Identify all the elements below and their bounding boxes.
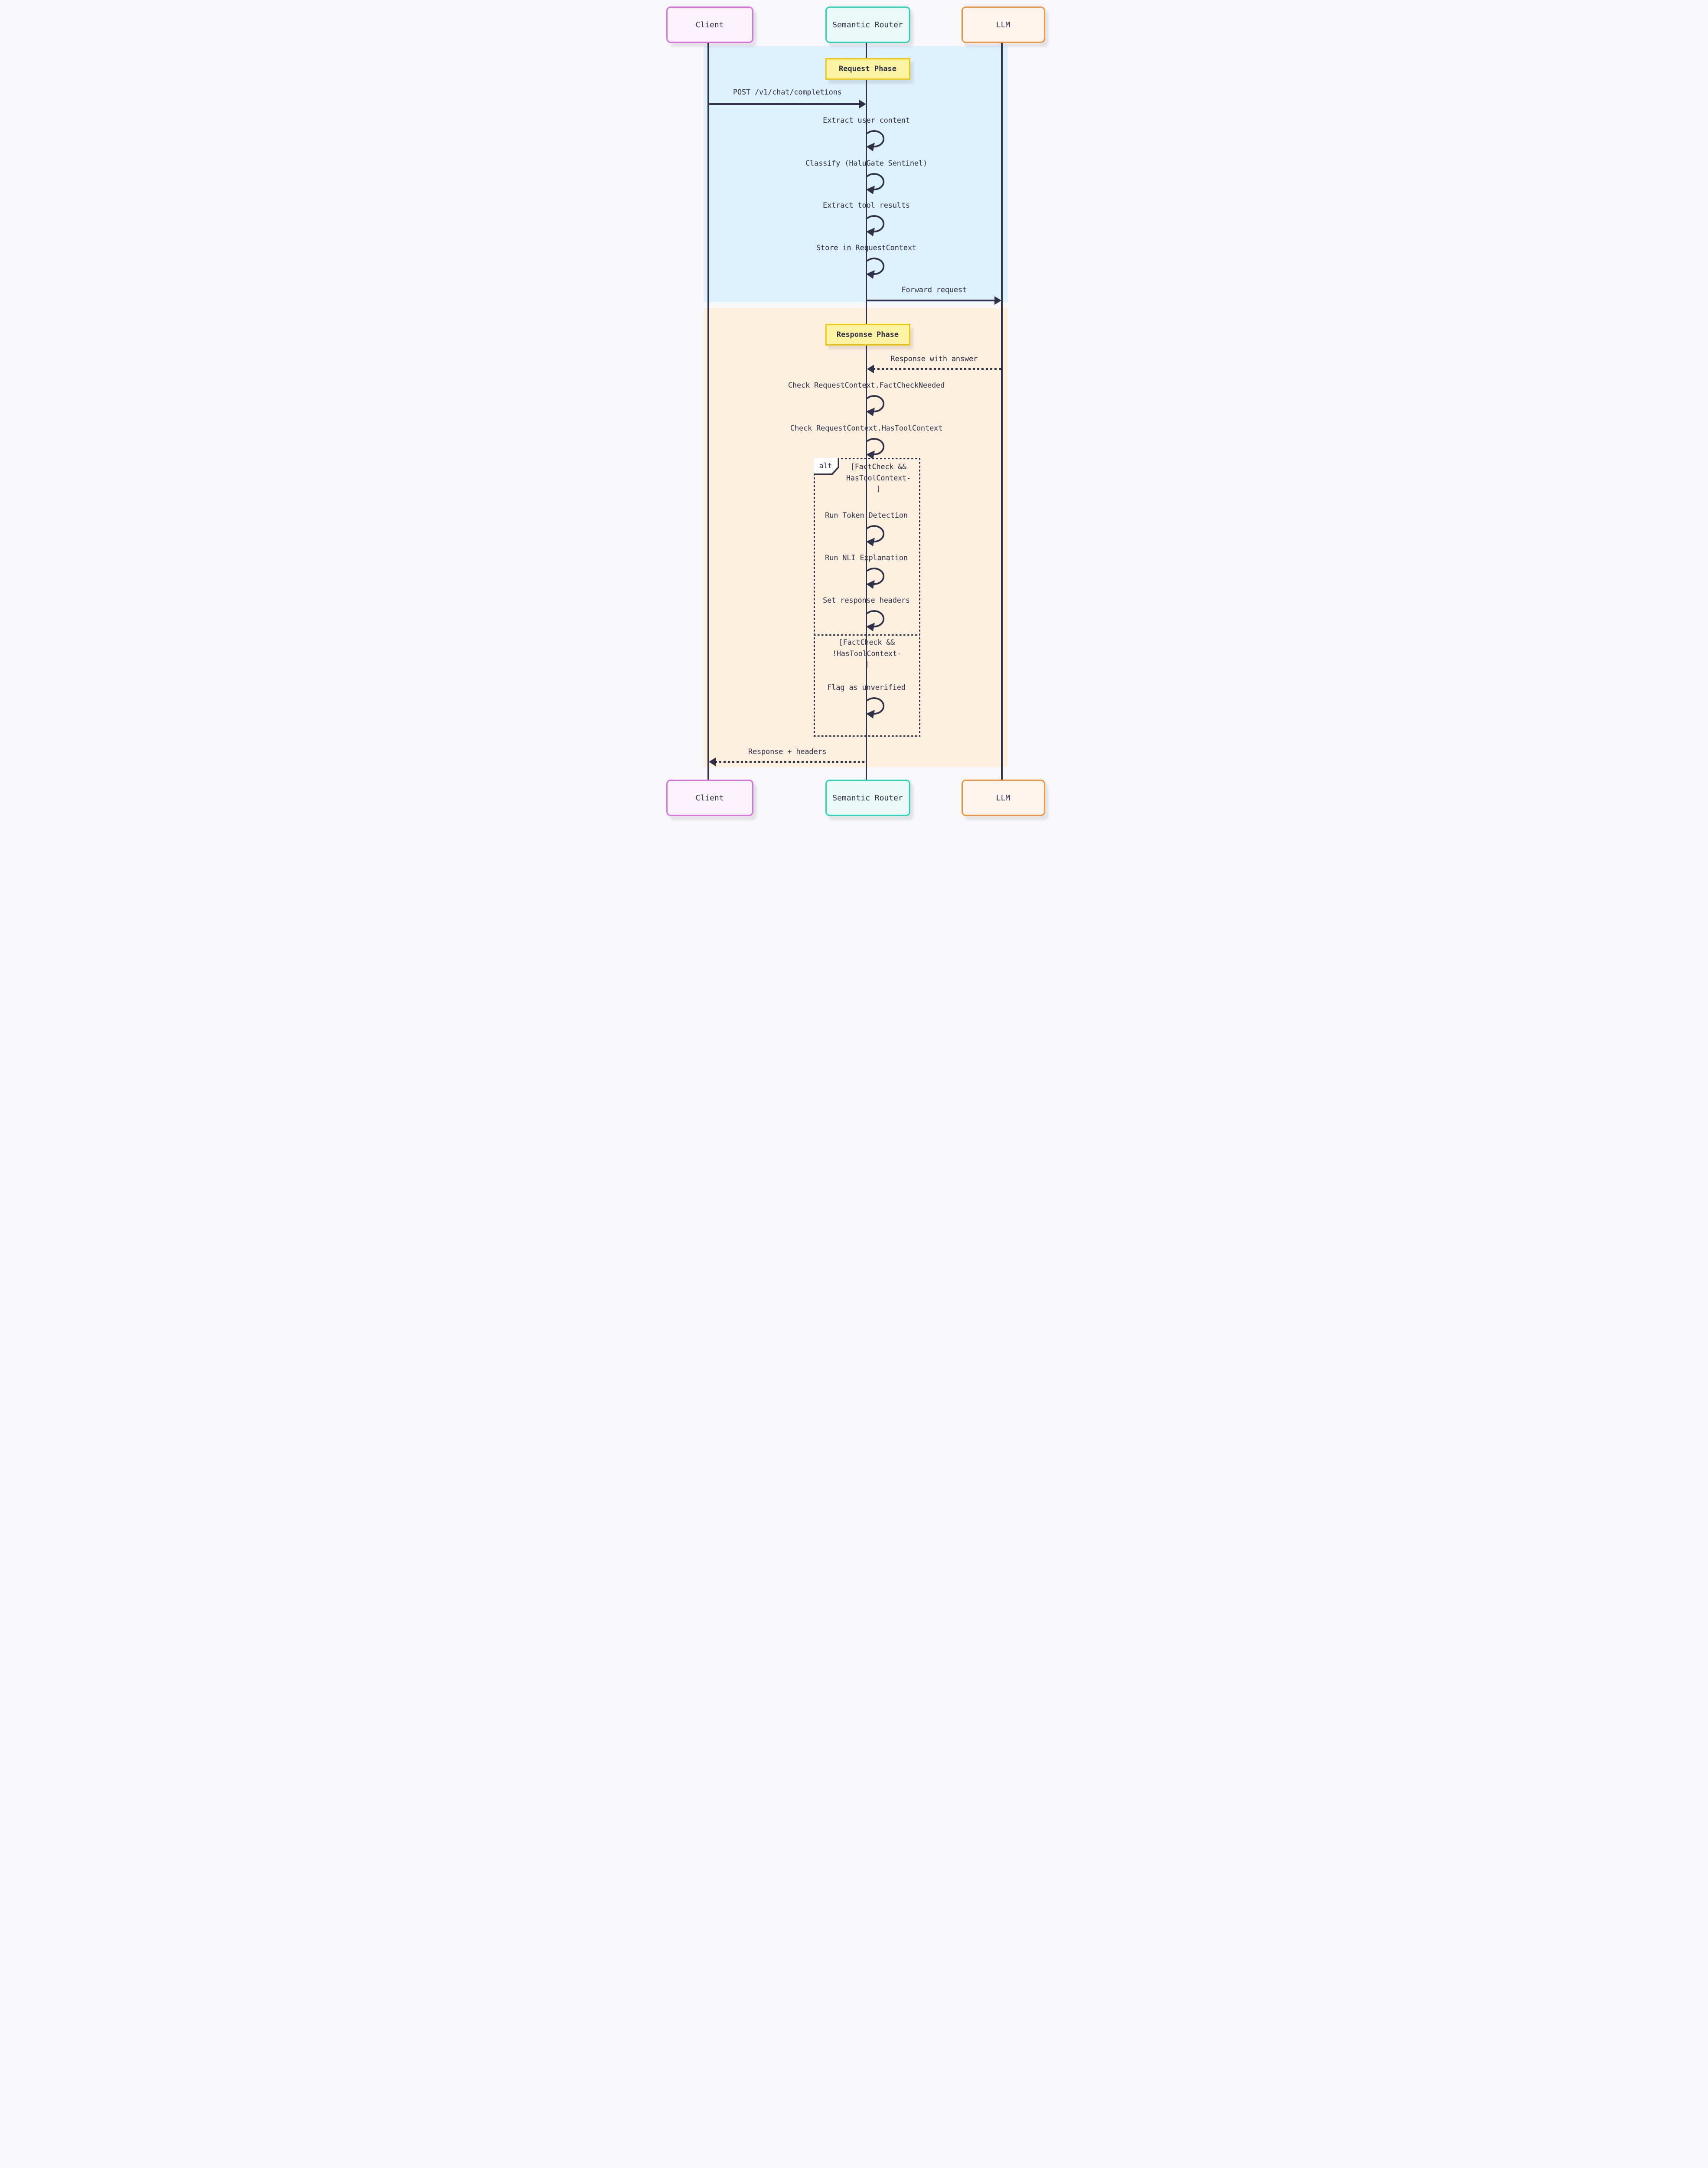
request-phase-background bbox=[703, 46, 1008, 302]
message-arrow bbox=[715, 761, 867, 763]
alt-frame-top-edge bbox=[813, 458, 920, 459]
alt-else-condition: [FactCheck && !HasToolContext-] bbox=[832, 637, 901, 670]
alt-else-condition-line: !HasToolContext- bbox=[832, 649, 901, 658]
alt-else-divider bbox=[813, 634, 920, 636]
alt-frame-right-edge bbox=[919, 458, 920, 737]
message-label: POST /v1/chat/completions bbox=[733, 88, 842, 97]
message-label: Set response headers bbox=[823, 596, 910, 605]
message-label: Run Token Detection bbox=[825, 511, 908, 520]
message-label: Run NLI Explanation bbox=[825, 554, 908, 562]
alt-keyword-text: alt bbox=[819, 461, 832, 470]
message-label: Store in RequestContext bbox=[816, 244, 916, 252]
self-loop-icon bbox=[866, 215, 885, 236]
response-phase-note-label: Response Phase bbox=[836, 330, 899, 339]
participant-client-bottom: Client bbox=[666, 780, 753, 816]
message-arrow bbox=[708, 103, 860, 105]
alt-frame-bottom-edge bbox=[813, 735, 920, 737]
message-label: Check RequestContext.FactCheckNeeded bbox=[788, 381, 945, 390]
alt-if-condition-line: [FactCheck && bbox=[850, 463, 907, 471]
message-arrow bbox=[866, 300, 995, 301]
response-phase-note: Response Phase bbox=[825, 324, 910, 346]
message-label: Forward request bbox=[901, 286, 967, 294]
self-loop-icon bbox=[866, 130, 885, 151]
participant-semantic-router-bottom: Semantic Router bbox=[825, 780, 910, 816]
alt-keyword-label: alt bbox=[813, 458, 839, 475]
self-loop-icon bbox=[866, 258, 885, 279]
participant-client-label: Client bbox=[695, 793, 724, 803]
participant-semantic-router-label: Semantic Router bbox=[832, 20, 903, 29]
participant-semantic-router-label: Semantic Router bbox=[832, 793, 903, 803]
message-label: Flag as unverified bbox=[827, 683, 906, 692]
alt-frame-left-edge bbox=[813, 458, 815, 737]
message-arrow bbox=[873, 368, 1002, 370]
self-loop-icon bbox=[866, 697, 885, 718]
sequence-diagram: alt [FactCheck && HasToolContext-] [FactC… bbox=[640, 0, 1068, 832]
message-label: Response with answer bbox=[890, 355, 978, 363]
arrowhead-icon bbox=[859, 100, 866, 108]
lifeline-llm bbox=[1001, 40, 1003, 780]
self-loop-icon bbox=[866, 173, 885, 194]
request-phase-note: Request Phase bbox=[825, 58, 910, 80]
participant-client-label: Client bbox=[695, 20, 724, 29]
lifeline-client bbox=[707, 40, 709, 780]
participant-client-top: Client bbox=[666, 7, 753, 43]
alt-else-condition-line: ] bbox=[864, 660, 869, 669]
arrowhead-icon bbox=[994, 296, 1001, 305]
participant-llm-label: LLM bbox=[996, 793, 1010, 803]
alt-if-condition: [FactCheck && HasToolContext-] bbox=[846, 461, 911, 495]
self-loop-icon bbox=[866, 568, 885, 589]
alt-else-condition-line: [FactCheck && bbox=[838, 638, 895, 646]
self-loop-icon bbox=[866, 525, 885, 546]
arrowhead-icon bbox=[709, 757, 716, 766]
participant-llm-label: LLM bbox=[996, 20, 1010, 29]
participant-llm-top: LLM bbox=[961, 7, 1045, 43]
message-label: Classify (HaluGate Sentinel) bbox=[805, 159, 927, 168]
self-loop-icon bbox=[866, 395, 885, 416]
lifeline-semantic-router bbox=[865, 40, 867, 780]
message-label: Response + headers bbox=[748, 748, 827, 756]
self-loop-icon bbox=[866, 438, 885, 459]
message-label: Extract tool results bbox=[823, 201, 910, 210]
request-phase-note-label: Request Phase bbox=[838, 65, 897, 73]
message-label: Extract user content bbox=[823, 116, 910, 125]
message-label: Check RequestContext.HasToolContext bbox=[790, 424, 943, 433]
alt-if-condition-line: ] bbox=[876, 485, 881, 493]
response-phase-background bbox=[703, 308, 1008, 767]
participant-semantic-router-top: Semantic Router bbox=[825, 7, 910, 43]
alt-frame: alt bbox=[813, 458, 920, 737]
arrowhead-icon bbox=[867, 365, 874, 373]
self-loop-icon bbox=[866, 610, 885, 631]
alt-if-condition-line: HasToolContext- bbox=[846, 473, 911, 482]
participant-llm-bottom: LLM bbox=[961, 780, 1045, 816]
